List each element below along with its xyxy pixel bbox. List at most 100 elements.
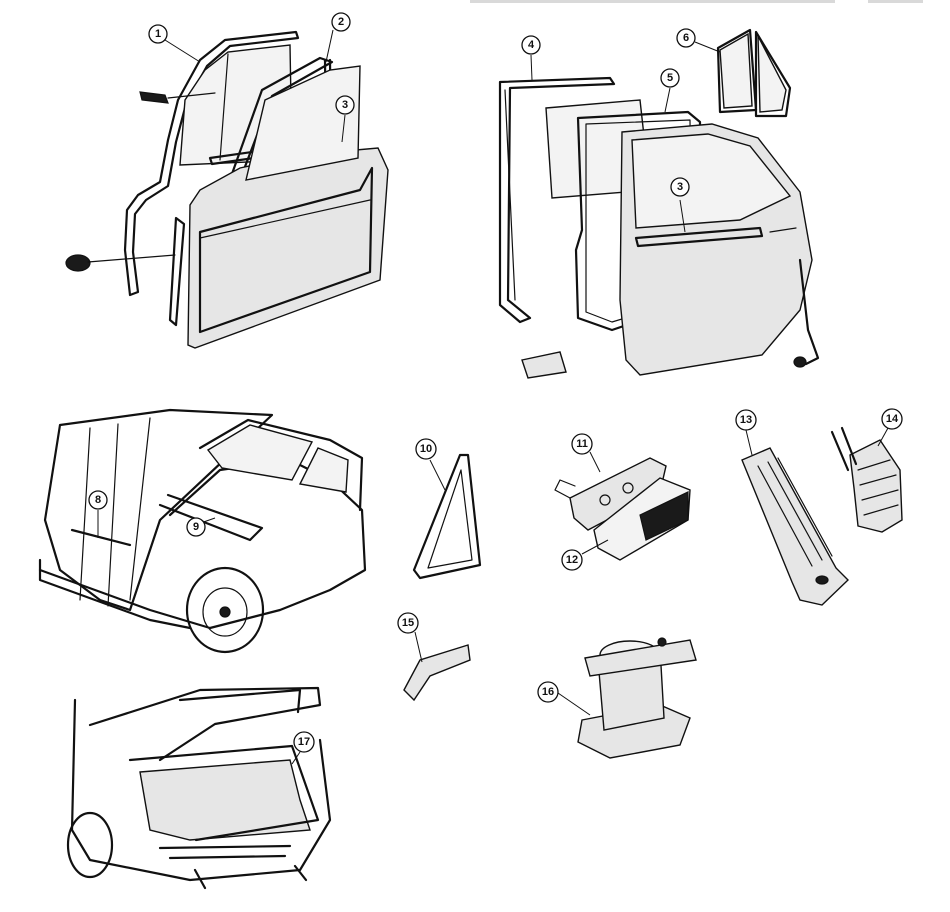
callout-15: 15 bbox=[397, 612, 419, 634]
callout-11-label: 11 bbox=[576, 438, 588, 450]
leader-14 bbox=[877, 427, 889, 447]
lamp-hole-a bbox=[599, 494, 611, 506]
leader-17 bbox=[291, 751, 301, 765]
rear-door-cable bbox=[798, 258, 820, 366]
header-rule-right bbox=[868, 0, 923, 3]
leader-3a bbox=[341, 114, 346, 143]
lamp-wire bbox=[554, 479, 576, 499]
callout-8: 8 bbox=[88, 490, 108, 510]
rear-door-waist-3 bbox=[634, 226, 764, 248]
leader-2 bbox=[325, 29, 334, 63]
callout-4-label: 4 bbox=[528, 39, 535, 51]
part-16-bolt bbox=[657, 637, 667, 647]
front-wheel bbox=[185, 566, 265, 654]
callout-2: 2 bbox=[331, 12, 351, 32]
part-16-bellows bbox=[577, 637, 697, 759]
quarter-glass-6b bbox=[757, 35, 787, 113]
leader-13 bbox=[745, 429, 753, 456]
boot-seal-17 bbox=[128, 744, 320, 842]
quarter-glass-6a bbox=[719, 32, 753, 109]
boot-lid-edge bbox=[178, 688, 302, 714]
callout-1-label: 1 bbox=[155, 28, 161, 40]
callout-17: 17 bbox=[293, 731, 315, 753]
knob-stem bbox=[87, 254, 176, 263]
leader-4 bbox=[530, 54, 533, 81]
car-roof bbox=[198, 418, 364, 512]
leader-16 bbox=[557, 692, 591, 716]
part-13-ribs bbox=[757, 457, 833, 567]
callout-3b-label: 3 bbox=[677, 181, 683, 193]
rear-door-handle bbox=[769, 227, 797, 233]
callout-8-label: 8 bbox=[95, 494, 101, 506]
car-side-window bbox=[298, 447, 349, 493]
leader-3b bbox=[679, 199, 686, 233]
front-door-line bbox=[199, 199, 371, 239]
part-13-pedal bbox=[741, 447, 849, 606]
hinge-strip bbox=[168, 216, 186, 327]
leader-5 bbox=[664, 87, 671, 113]
bonnet-lines bbox=[79, 417, 151, 607]
lamp-lens-end bbox=[639, 491, 689, 541]
front-door-shell bbox=[187, 147, 389, 349]
front-hub bbox=[219, 606, 231, 618]
front-door-shell-inner bbox=[198, 166, 374, 334]
lamp-assembly bbox=[554, 457, 691, 561]
bonnet-assembly bbox=[38, 408, 367, 654]
part-13-hole bbox=[815, 575, 829, 585]
callout-2-label: 2 bbox=[338, 16, 344, 28]
part-16-flange bbox=[584, 639, 697, 677]
callout-9-label: 9 bbox=[193, 521, 199, 533]
lamp-hole-b bbox=[622, 482, 634, 494]
header-rule-left bbox=[470, 0, 835, 3]
front-door-assembly bbox=[65, 30, 389, 349]
callout-3b: 3 bbox=[670, 177, 690, 197]
leader-15 bbox=[414, 631, 423, 663]
callout-11: 11 bbox=[571, 433, 593, 455]
callout-3a: 3 bbox=[335, 95, 355, 115]
door-lever bbox=[139, 91, 169, 104]
callout-10-label: 10 bbox=[420, 443, 432, 455]
bonnet-seal-9 bbox=[158, 493, 264, 542]
front-door-seal-1 bbox=[123, 30, 300, 297]
callout-13-label: 13 bbox=[740, 414, 752, 426]
part-14-ribs bbox=[857, 459, 899, 516]
rear-door-assembly bbox=[498, 28, 820, 379]
rear-door-window bbox=[631, 133, 792, 229]
rear-door-seal-4 bbox=[498, 76, 616, 324]
boot-lid bbox=[88, 686, 322, 762]
front-bumper bbox=[38, 558, 192, 630]
callout-3a-label: 3 bbox=[342, 99, 348, 111]
callout-9: 9 bbox=[186, 517, 206, 537]
callout-14: 14 bbox=[881, 408, 903, 430]
part-15-trim bbox=[403, 644, 471, 702]
front-door-glass bbox=[245, 65, 361, 181]
callout-12-label: 12 bbox=[566, 554, 578, 566]
rear-door-seal-4-inner bbox=[504, 89, 516, 301]
door-lever-rod bbox=[167, 92, 216, 99]
callout-13: 13 bbox=[735, 409, 757, 431]
front-hubcap bbox=[202, 587, 248, 637]
callout-17-label: 17 bbox=[298, 736, 310, 748]
rear-bottom-trim bbox=[521, 351, 567, 379]
bonnet-seal-8 bbox=[70, 528, 132, 547]
part-10-triangle-seal bbox=[412, 453, 482, 580]
leader-1 bbox=[164, 39, 201, 63]
callout-5: 5 bbox=[660, 68, 680, 88]
leader-10 bbox=[429, 459, 446, 491]
rear-door-plug bbox=[793, 356, 807, 368]
vent-divider bbox=[219, 53, 229, 161]
callout-15-label: 15 bbox=[402, 617, 414, 629]
rear-window-frame-5 bbox=[574, 110, 702, 332]
rear-bumper bbox=[158, 844, 292, 860]
boot-assembly bbox=[66, 686, 332, 890]
car-windscreen bbox=[206, 424, 314, 481]
car-rear-body bbox=[70, 698, 332, 882]
leader-lines bbox=[97, 29, 889, 765]
part-10-inner bbox=[427, 469, 473, 569]
leader-6 bbox=[694, 41, 721, 53]
rear-wheel bbox=[66, 811, 114, 879]
boot-interior bbox=[139, 759, 311, 841]
leader-11 bbox=[589, 451, 601, 473]
exhaust bbox=[193, 864, 308, 890]
